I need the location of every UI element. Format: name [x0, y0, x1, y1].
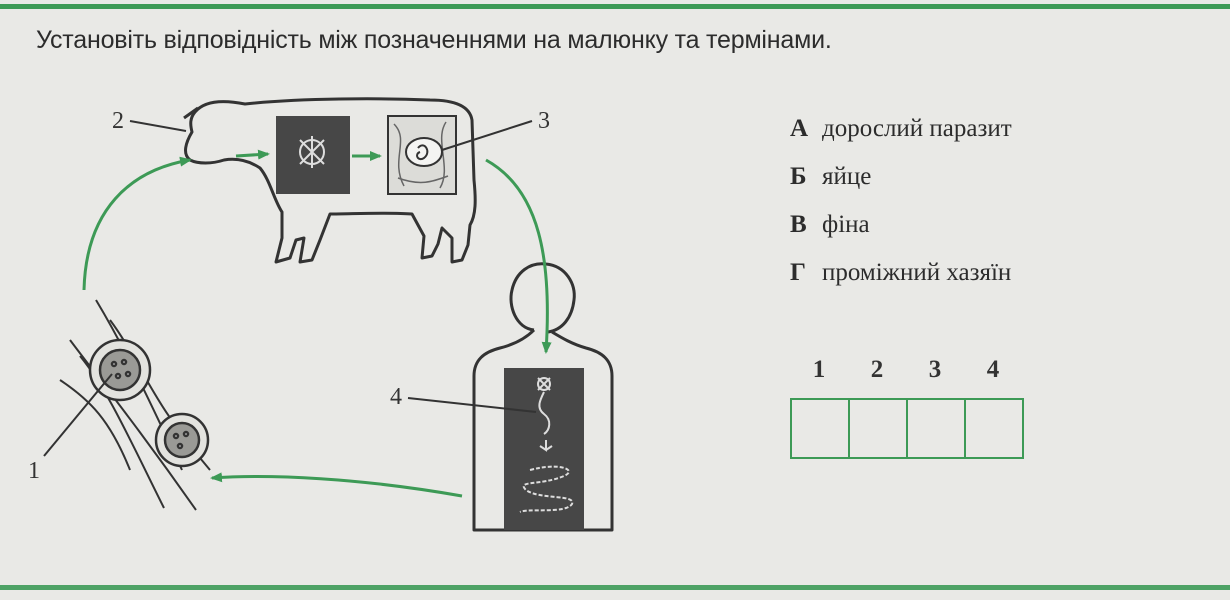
egg-icon-small	[154, 412, 210, 468]
answer-table	[790, 398, 1024, 459]
label-4: 4	[390, 384, 402, 410]
option-text: проміжний хазяїн	[822, 259, 1012, 286]
answer-cell-4[interactable]	[966, 400, 1022, 457]
arrow-cow-to-human	[485, 158, 552, 354]
option-letter: Г	[790, 259, 806, 286]
arrow-human-to-eggs	[210, 472, 463, 498]
answer-header-2: 2	[870, 356, 884, 383]
answer-table-header: 1 2 3 4	[790, 356, 1024, 384]
option-letter: Б	[790, 163, 807, 190]
option-text: дорослий паразит	[822, 115, 1012, 142]
tapeworm-icon	[519, 377, 574, 513]
muscle-fibers-icon	[393, 121, 449, 189]
grass-blades	[59, 299, 211, 511]
answer-cell-1[interactable]	[792, 400, 850, 457]
option-text: фіна	[822, 211, 870, 238]
option-letter: А	[790, 115, 809, 142]
label-1: 1	[28, 458, 40, 484]
label-2: 2	[112, 108, 124, 134]
life-cycle-diagram: 2 3 4 1	[28, 97, 614, 532]
answer-cell-2[interactable]	[850, 400, 908, 457]
arrow-into-cow	[235, 149, 270, 160]
oncosphere-icon	[299, 136, 325, 168]
option-text: яйце	[822, 163, 872, 190]
top-divider	[0, 4, 1230, 9]
egg-icon-large	[88, 338, 152, 402]
label-3: 3	[538, 108, 550, 134]
question-text: Установіть відповідність між позначенням…	[36, 26, 832, 54]
answer-cell-3[interactable]	[908, 400, 966, 457]
arrow-eggs-to-cow	[82, 156, 192, 291]
leader-lines	[43, 120, 537, 457]
cysticercus-icon	[405, 137, 443, 167]
answer-header-4: 4	[986, 356, 1000, 383]
answer-header-3: 3	[928, 356, 942, 383]
answer-header-1: 1	[812, 356, 826, 383]
bottom-divider	[0, 585, 1230, 590]
option-letter: В	[790, 211, 807, 238]
